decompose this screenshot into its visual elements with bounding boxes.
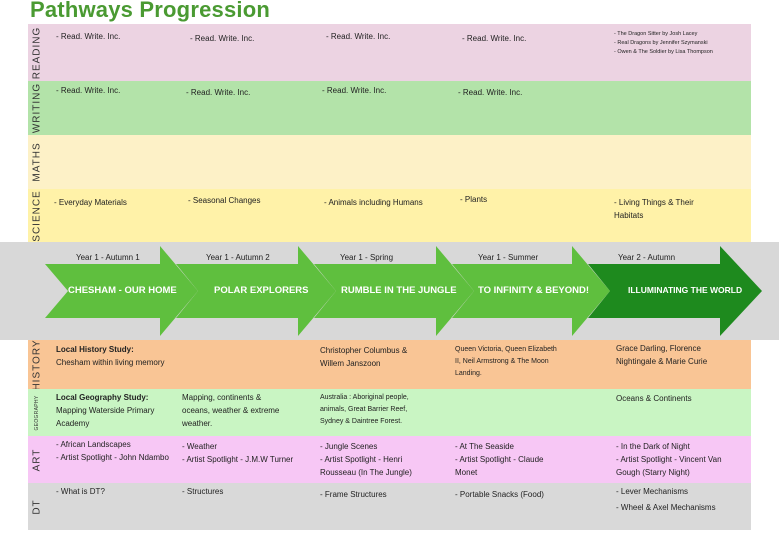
dt-cell-2: - Structures	[182, 487, 224, 496]
topic-band: Year 1 - Autumn 1 Year 1 - Autumn 2 Year…	[0, 242, 779, 340]
reading-book-2: - Real Dragons by Jennifer Szymanski	[614, 40, 708, 46]
science-cell-4: - Plants	[460, 195, 488, 204]
history-cell-1-heading: Local History Study:	[56, 345, 134, 354]
term-label-5: Year 2 - Autumn	[618, 253, 676, 262]
topic-4: TO INFINITY & BEYOND!	[478, 285, 590, 296]
maths-row-label: MATHS	[31, 142, 43, 182]
writing-cell-2: - Read. Write. Inc.	[186, 88, 251, 97]
term-label-2: Year 1 - Autumn 2	[206, 253, 270, 262]
science-cell-3: - Animals including Humans	[324, 198, 423, 207]
page-title: Pathways Progression	[30, 0, 270, 22]
arrow-5-shape	[588, 246, 762, 336]
dt-cell-4: - Portable Snacks (Food)	[455, 490, 544, 499]
history-cell-1-text: Chesham within living memory	[56, 358, 165, 367]
maths-row: MATHS	[28, 135, 751, 189]
science-row: SCIENCE - Everyday Materials - Seasonal …	[28, 189, 751, 242]
geography-row-label: GEOGRAPHY	[34, 395, 40, 430]
dt-row: DT - What is DT? - Structures - Frame St…	[28, 483, 751, 530]
arrow-1	[45, 246, 762, 336]
arrow-2-shape	[176, 246, 336, 336]
dt-cell-3: - Frame Structures	[320, 490, 387, 499]
reading-row: READING - Read. Write. Inc. - Read. Writ…	[28, 24, 751, 81]
geography-cell-1-heading: Local Geography Study:	[56, 393, 149, 402]
dt-cell-1: - What is DT?	[56, 487, 105, 496]
reading-cell-5: - The Dragon Sitter by Josh Lacey - Real…	[614, 30, 714, 57]
science-cell-2: - Seasonal Changes	[188, 196, 261, 205]
history-cell-1: Local History Study: Chesham within livi…	[56, 343, 166, 369]
topic-1: CHESHAM - OUR HOME	[68, 285, 177, 296]
geography-cell-1-text: Mapping Waterside Primary Academy	[56, 406, 155, 428]
geography-row: GEOGRAPHY Local Geography Study: Mapping…	[28, 389, 751, 436]
reading-cell-3: - Read. Write. Inc.	[326, 32, 391, 41]
art-cell-5: - In the Dark of Night- Artist Spotlight…	[616, 442, 722, 477]
science-cell-5: - Living Things & Their Habitats	[614, 198, 694, 220]
geography-cell-1: Local Geography Study: Mapping Waterside…	[56, 391, 166, 430]
art-cell-4: - At The Seaside- Artist Spotlight - Cla…	[455, 442, 544, 477]
science-row-label: SCIENCE	[31, 189, 43, 242]
history-row-label: HISTORY	[31, 338, 43, 391]
writing-cell-1: - Read. Write. Inc.	[56, 86, 121, 95]
topic-2: POLAR EXPLORERS	[214, 285, 309, 296]
topic-3: RUMBLE IN THE JUNGLE	[341, 285, 457, 296]
history-cell-5: Grace Darling, Florence Nightingale & Ma…	[616, 344, 708, 366]
reading-cell-1: - Read. Write. Inc.	[56, 32, 121, 41]
term-label-4: Year 1 - Summer	[478, 253, 539, 262]
writing-row: WRITING - Read. Write. Inc. - Read. Writ…	[28, 81, 751, 135]
art-cell-1: - African Landscapes- Artist Spotlight -…	[56, 440, 169, 462]
geography-cell-2: Mapping, continents & oceans, weather & …	[182, 393, 280, 428]
writing-cell-3: - Read. Write. Inc.	[322, 86, 387, 95]
dt-row-label: DT	[31, 498, 43, 515]
science-cell-1: - Everyday Materials	[54, 198, 127, 207]
history-row: HISTORY Local History Study: Chesham wit…	[28, 338, 751, 391]
writing-cell-4: - Read. Write. Inc.	[458, 88, 523, 97]
topic-5: ILLUMINATING THE WORLD	[628, 285, 743, 295]
writing-row-label: WRITING	[31, 82, 43, 134]
history-cell-3: Christopher Columbus & Willem Janszoon	[320, 346, 408, 368]
reading-cell-2: - Read. Write. Inc.	[190, 34, 255, 43]
arrow-4-shape	[452, 246, 610, 336]
reading-book-1: - The Dragon Sitter by Josh Lacey	[614, 31, 698, 37]
term-label-3: Year 1 - Spring	[340, 253, 394, 262]
history-cell-4: Queen Victoria, Queen Elizabeth II, Neil…	[455, 346, 557, 377]
reading-book-3: - Owen & The Soldier by Lisa Thompson	[614, 49, 713, 55]
geography-cell-3: Australia : Aboriginal people, animals, …	[320, 394, 409, 425]
art-row-label: ART	[31, 448, 43, 471]
reading-cell-4: - Read. Write. Inc.	[462, 34, 527, 43]
art-cell-3: - Jungle Scenes- Artist Spotlight - Henr…	[320, 442, 412, 477]
dt-cell-5: - Lever Mechanisms - Wheel & Axel Mechan…	[616, 487, 716, 512]
art-row: ART - African Landscapes- Artist Spotlig…	[28, 436, 751, 483]
arrow-3-shape	[314, 246, 474, 336]
term-label-1: Year 1 - Autumn 1	[76, 253, 140, 262]
arrow-1-shape	[45, 246, 198, 336]
art-cell-2: - Weather- Artist Spotlight - J.M.W Turn…	[182, 442, 294, 464]
geography-cell-5: Oceans & Continents	[616, 394, 692, 403]
reading-row-label: READING	[31, 26, 43, 79]
